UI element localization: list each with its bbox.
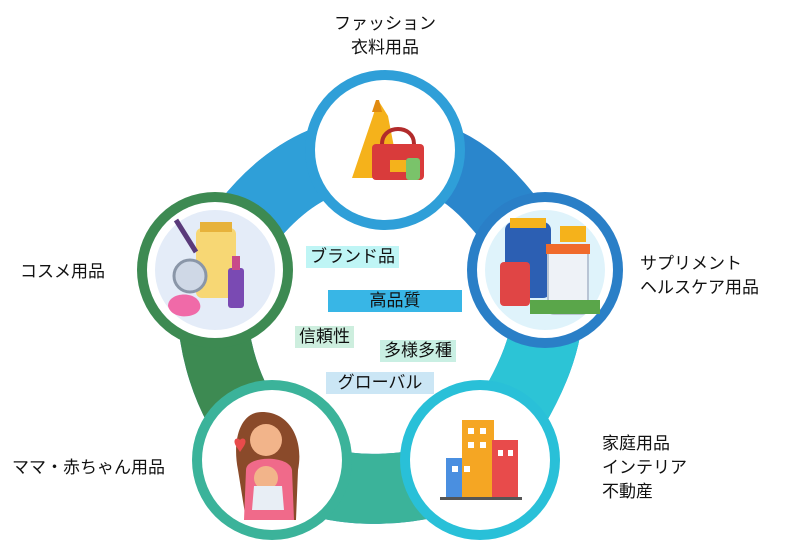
feature-tag-trust: 信頼性 [295, 326, 354, 348]
label-home: 家庭用品 インテリア 不動産 [602, 432, 687, 504]
buildings-icon [440, 420, 522, 500]
feature-tag-brand: ブランド品 [306, 246, 399, 268]
cosmetics-icon [155, 210, 275, 330]
label-baby-line-1: ママ・赤ちゃん用品 [12, 458, 165, 478]
supplements-node [467, 192, 623, 348]
label-home-line-2: インテリア [602, 458, 687, 478]
label-cosmetics-line-1: コスメ用品 [20, 262, 105, 282]
label-baby: ママ・赤ちゃん用品 [12, 456, 165, 480]
feature-tag-global: グローバル [326, 372, 434, 394]
label-cosmetics: コスメ用品 [20, 260, 105, 284]
label-supplements-line-1: サプリメント [640, 254, 742, 274]
fashion-node [305, 70, 465, 230]
feature-tag-variety: 多様多種 [380, 340, 456, 362]
label-supplements-line-2: ヘルスケア用品 [640, 278, 759, 298]
supplement-bottles-icon [485, 210, 605, 330]
feature-tag-quality: 高品質 [328, 290, 462, 312]
label-fashion-line-1: ファッション [334, 14, 436, 34]
label-fashion: ファッション 衣料用品 [330, 12, 440, 60]
dress-and-handbag-icon [352, 100, 424, 180]
home-node [400, 380, 560, 540]
label-fashion-line-2: 衣料用品 [351, 38, 419, 58]
label-home-line-3: 不動産 [602, 482, 653, 502]
mother-and-baby-icon [234, 412, 300, 520]
label-home-line-1: 家庭用品 [602, 434, 670, 454]
cosmetics-node [137, 192, 293, 348]
baby-node [192, 380, 352, 540]
label-supplements: サプリメント ヘルスケア用品 [640, 252, 759, 300]
